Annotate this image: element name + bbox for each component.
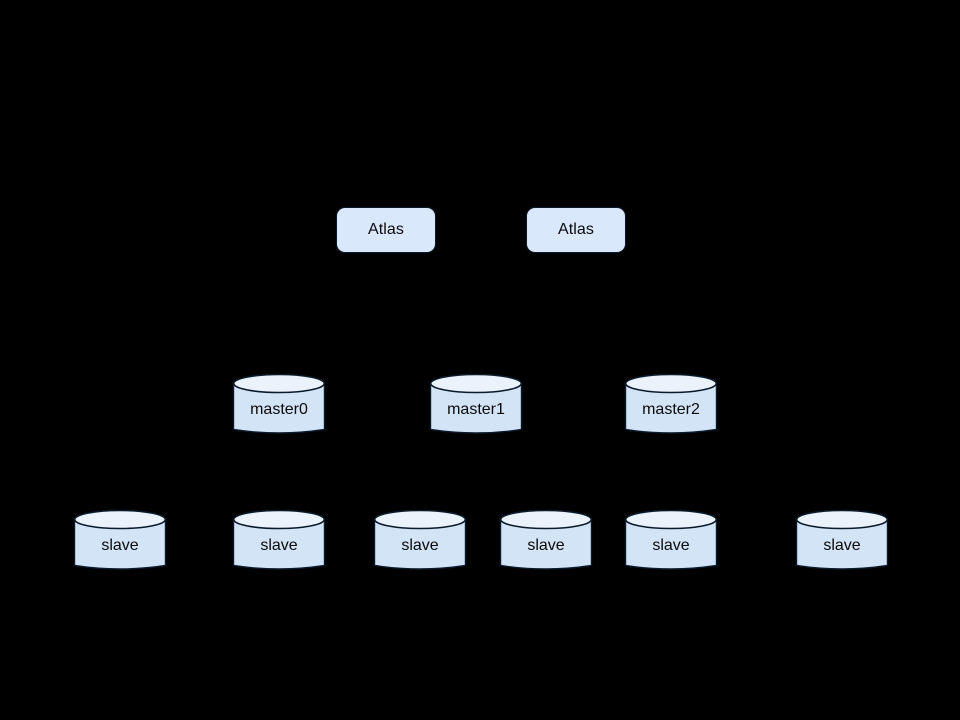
db-node-slave-1-top-ellipse — [232, 509, 326, 530]
db-node-master-0[interactable]: master0 — [232, 373, 326, 437]
db-node-slave-5-top-ellipse — [795, 509, 889, 530]
proxy-node-label: Atlas — [557, 221, 595, 238]
db-node-slave-2-body — [373, 518, 467, 570]
db-node-master-2-body — [624, 382, 718, 434]
db-node-slave-2[interactable]: slave — [373, 509, 467, 573]
db-node-slave-1-body — [232, 518, 326, 570]
db-node-slave-3[interactable]: slave — [499, 509, 593, 573]
db-node-slave-1[interactable]: slave — [232, 509, 326, 573]
db-node-slave-0-top-ellipse — [73, 509, 167, 530]
db-node-slave-3-shape — [499, 509, 593, 570]
db-node-slave-3-top-ellipse — [499, 509, 593, 530]
db-node-master-2[interactable]: master2 — [624, 373, 718, 437]
db-node-master-1-shape — [429, 373, 523, 434]
proxy-node-label: Atlas — [367, 221, 405, 238]
db-node-slave-4-shape — [624, 509, 718, 570]
db-node-master-1-body — [429, 382, 523, 434]
db-node-master-2-top-ellipse — [624, 373, 718, 394]
db-node-master-0-shape — [232, 373, 326, 434]
db-node-slave-2-top-ellipse — [373, 509, 467, 530]
db-node-slave-3-body — [499, 518, 593, 570]
db-node-master-0-top-ellipse — [232, 373, 326, 394]
db-node-master-0-body — [232, 382, 326, 434]
proxy-node-atlas-0[interactable]: Atlas — [336, 207, 436, 253]
db-node-master-1-top-ellipse — [429, 373, 523, 394]
db-node-slave-5-shape — [795, 509, 889, 570]
db-node-master-1[interactable]: master1 — [429, 373, 523, 437]
db-node-slave-5-body — [795, 518, 889, 570]
db-node-slave-4-body — [624, 518, 718, 570]
db-node-slave-4-top-ellipse — [624, 509, 718, 530]
db-node-slave-0[interactable]: slave — [73, 509, 167, 573]
db-node-master-2-shape — [624, 373, 718, 434]
db-node-slave-0-shape — [73, 509, 167, 570]
db-node-slave-4[interactable]: slave — [624, 509, 718, 573]
db-node-slave-0-body — [73, 518, 167, 570]
db-node-slave-1-shape — [232, 509, 326, 570]
proxy-node-atlas-1[interactable]: Atlas — [526, 207, 626, 253]
db-node-slave-5[interactable]: slave — [795, 509, 889, 573]
db-node-slave-2-shape — [373, 509, 467, 570]
